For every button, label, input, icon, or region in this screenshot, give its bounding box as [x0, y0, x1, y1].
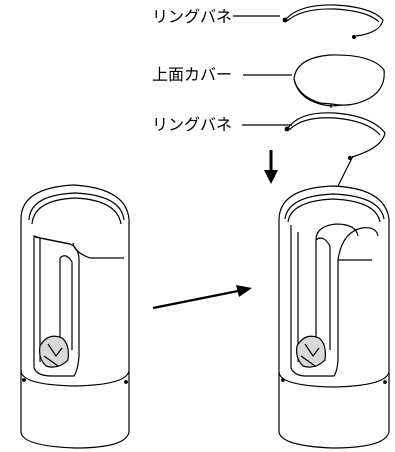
label-top-cover: 上面カバー [152, 65, 233, 84]
ring-spring-top [282, 4, 384, 40]
right-arrow-icon [152, 285, 252, 310]
top-cover-disc [293, 54, 385, 108]
ring-spring-bottom [284, 112, 386, 199]
label-ring-spring-top: リングバネ [152, 7, 233, 26]
unit-before [20, 184, 130, 449]
unit-after [278, 185, 390, 449]
label-ring-spring-bottom: リングバネ [152, 115, 233, 134]
down-arrow-icon [264, 150, 278, 184]
